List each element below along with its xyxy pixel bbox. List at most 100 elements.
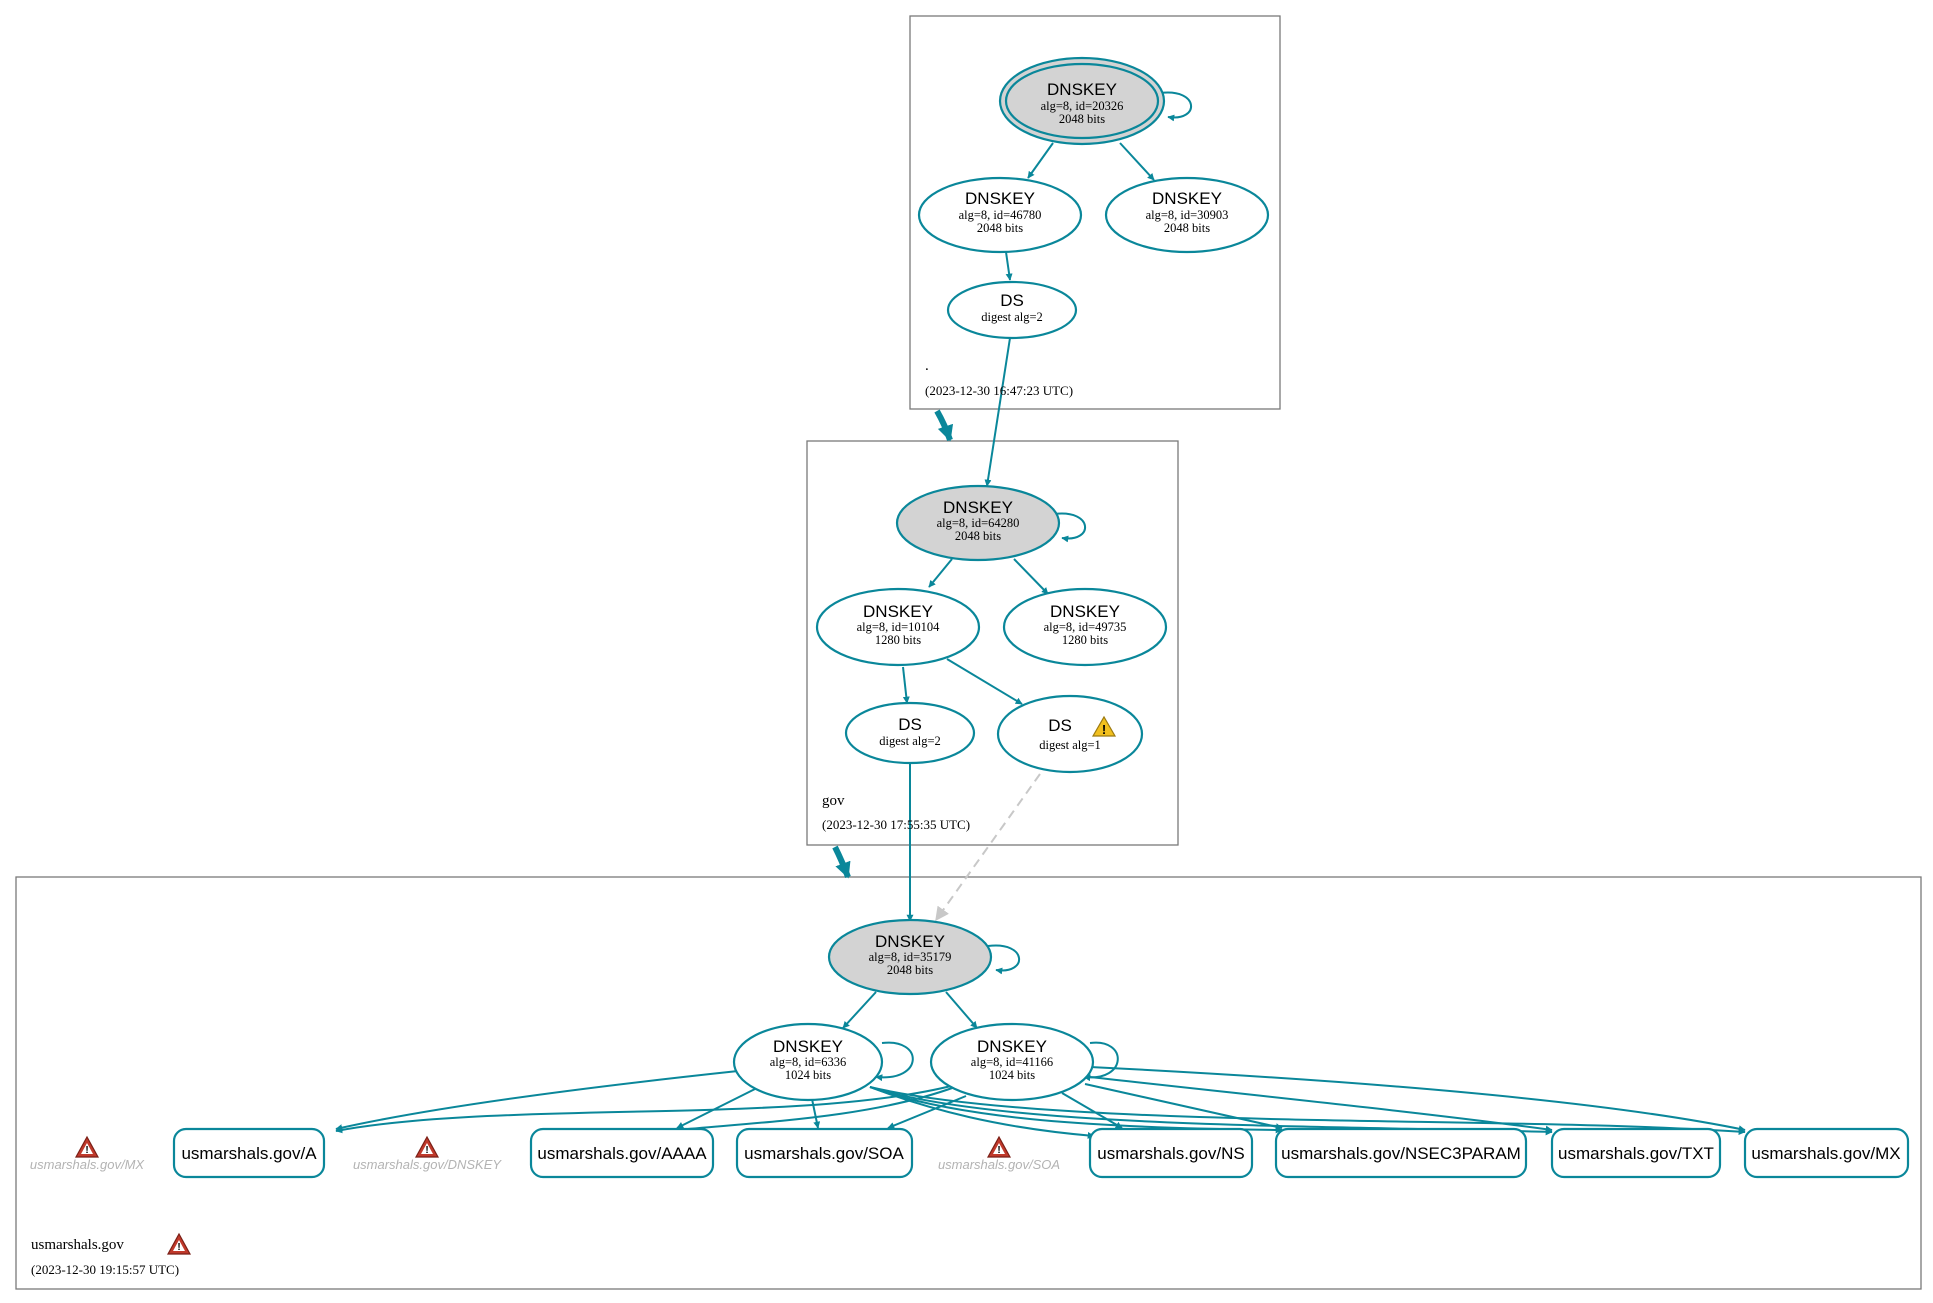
svg-text:DNSKEY: DNSKEY <box>977 1037 1047 1056</box>
edge-govksk-zsk2 <box>1013 558 1049 595</box>
svg-text:usmarshals.gov/MX: usmarshals.gov/MX <box>1751 1144 1900 1163</box>
svg-text:!: ! <box>1102 722 1106 737</box>
edge-govzsk1-ds2 <box>902 666 910 704</box>
rrset-aaaa[interactable]: usmarshals.gov/AAAA <box>529 1127 715 1179</box>
node-root-zsk-46780[interactable]: DNSKEY alg=8, id=46780 2048 bits <box>917 176 1083 254</box>
error-node-soa[interactable]: ! usmarshals.gov/SOA <box>938 1135 1060 1172</box>
svg-text:DS: DS <box>1000 291 1024 310</box>
node-usm-ksk[interactable]: DNSKEY alg=8, id=35179 2048 bits <box>827 918 993 996</box>
svg-text:alg=8, id=30903: alg=8, id=30903 <box>1146 208 1229 222</box>
rrset-txt[interactable]: usmarshals.gov/TXT <box>1550 1127 1722 1179</box>
svg-text:!: ! <box>177 1242 180 1253</box>
node-gov-zsk-49735[interactable]: DNSKEY alg=8, id=49735 1280 bits <box>1002 587 1168 667</box>
svg-text:alg=8, id=10104: alg=8, id=10104 <box>857 620 941 634</box>
node-gov-ds-digest2[interactable]: DS digest alg=2 <box>844 701 976 765</box>
edge-zsk2-soa <box>887 1095 967 1129</box>
svg-text:alg=8, id=64280: alg=8, id=64280 <box>937 516 1020 530</box>
error-icon: ! <box>986 1135 1012 1158</box>
error-node-mx[interactable]: ! usmarshals.gov/MX <box>30 1135 145 1172</box>
node-usm-zsk-6336[interactable]: DNSKEY alg=8, id=6336 1024 bits <box>732 1022 884 1102</box>
svg-text:usmarshals.gov/DNSKEY: usmarshals.gov/DNSKEY <box>353 1157 502 1172</box>
svg-text:2048 bits: 2048 bits <box>955 529 1001 543</box>
svg-text:2048 bits: 2048 bits <box>1164 221 1210 235</box>
svg-text:2048 bits: 2048 bits <box>1059 112 1105 126</box>
zone-error-icon: ! <box>166 1232 192 1255</box>
edge-rootzsk1-ds <box>1005 251 1013 281</box>
svg-text:DNSKEY: DNSKEY <box>1152 189 1222 208</box>
rrset-a[interactable]: usmarshals.gov/A <box>172 1127 326 1179</box>
edge-rootksk-self <box>1159 91 1193 122</box>
node-gov-ds-digest1[interactable]: DS digest alg=1 ! <box>996 694 1144 774</box>
svg-text:alg=8, id=46780: alg=8, id=46780 <box>959 208 1042 222</box>
zone-usmarshals-box <box>15 876 1922 1290</box>
node-usm-zsk-41166[interactable]: DNSKEY alg=8, id=41166 1024 bits <box>929 1022 1095 1102</box>
svg-text:usmarshals.gov/AAAA: usmarshals.gov/AAAA <box>537 1144 707 1163</box>
edge-rootds-govksk <box>984 337 1011 487</box>
edge-zsk1-a <box>335 1070 739 1132</box>
rrset-ns[interactable]: usmarshals.gov/NS <box>1088 1127 1254 1179</box>
zone-root-label: . <box>925 358 929 374</box>
svg-text:digest alg=2: digest alg=2 <box>981 310 1043 324</box>
svg-text:!: ! <box>425 1145 428 1156</box>
node-gov-ksk[interactable]: DNSKEY alg=8, id=64280 2048 bits <box>895 484 1061 562</box>
svg-text:DNSKEY: DNSKEY <box>863 602 933 621</box>
zone-usmarshals-label: usmarshals.gov <box>31 1237 124 1253</box>
svg-text:1024 bits: 1024 bits <box>989 1068 1035 1082</box>
svg-text:usmarshals.gov/A: usmarshals.gov/A <box>181 1144 317 1163</box>
edge-usmksk-zsk2 <box>945 991 978 1029</box>
edge-usmksk-self <box>987 944 1021 975</box>
svg-text:2048 bits: 2048 bits <box>977 221 1023 235</box>
svg-text:usmarshals.gov/TXT: usmarshals.gov/TXT <box>1558 1144 1714 1163</box>
edge-rootksk-zsk1 <box>1027 142 1054 179</box>
delegation-root-gov <box>934 409 954 442</box>
edge-rootksk-zsk2 <box>1119 142 1155 181</box>
warning-icon: ! <box>1091 715 1117 737</box>
edge-usmksk-zsk1 <box>842 991 877 1029</box>
svg-text:DNSKEY: DNSKEY <box>1047 80 1117 99</box>
svg-text:DNSKEY: DNSKEY <box>943 498 1013 517</box>
svg-text:digest alg=2: digest alg=2 <box>879 734 941 748</box>
edge-govksk-self <box>1053 512 1087 543</box>
svg-text:usmarshals.gov/SOA: usmarshals.gov/SOA <box>938 1157 1060 1172</box>
svg-text:2048 bits: 2048 bits <box>887 963 933 977</box>
edge-zsk2-txt <box>1089 1076 1553 1133</box>
edge-zsk1-soa <box>811 1098 821 1129</box>
delegation-gov-usm <box>832 845 851 879</box>
zone-gov-box <box>806 440 1179 846</box>
error-icon: ! <box>74 1135 100 1158</box>
svg-text:usmarshals.gov/SOA: usmarshals.gov/SOA <box>744 1144 904 1163</box>
svg-text:DNSKEY: DNSKEY <box>773 1037 843 1056</box>
edge-zsk2-mx <box>1089 1066 1746 1133</box>
edge-zsk2-aaaa <box>676 1086 956 1133</box>
zone-gov-timestamp: (2023-12-30 17:55:35 UTC) <box>822 817 970 832</box>
svg-text:usmarshals.gov/NSEC3PARAM: usmarshals.gov/NSEC3PARAM <box>1281 1144 1521 1163</box>
svg-text:digest alg=1: digest alg=1 <box>1039 738 1101 752</box>
node-root-ksk[interactable]: DNSKEY alg=8, id=20326 2048 bits <box>998 56 1166 146</box>
rrset-nsec3param[interactable]: usmarshals.gov/NSEC3PARAM <box>1274 1127 1528 1179</box>
edge-zsk2-a <box>335 1084 956 1134</box>
edge-govzsk1-ds1 <box>946 658 1023 705</box>
rrset-mx[interactable]: usmarshals.gov/MX <box>1743 1127 1910 1179</box>
zone-root-timestamp: (2023-12-30 16:47:23 UTC) <box>925 383 1073 398</box>
svg-text:DNSKEY: DNSKEY <box>1050 602 1120 621</box>
svg-text:alg=8, id=6336: alg=8, id=6336 <box>770 1055 847 1069</box>
edge-govds1-usmksk-dashed <box>935 773 1041 922</box>
edge-zsk2-ns <box>1061 1092 1123 1129</box>
node-root-zsk-30903[interactable]: DNSKEY alg=8, id=30903 2048 bits <box>1104 176 1270 254</box>
error-node-dnskey[interactable]: ! usmarshals.gov/DNSKEY <box>353 1135 502 1172</box>
svg-text:1280 bits: 1280 bits <box>1062 633 1108 647</box>
svg-text:!: ! <box>997 1145 1000 1156</box>
svg-text:1024 bits: 1024 bits <box>785 1068 831 1082</box>
svg-text:alg=8, id=41166: alg=8, id=41166 <box>971 1055 1053 1069</box>
svg-text:usmarshals.gov/MX: usmarshals.gov/MX <box>30 1157 145 1172</box>
rrset-soa[interactable]: usmarshals.gov/SOA <box>735 1127 914 1179</box>
node-root-ds[interactable]: DS digest alg=2 <box>946 280 1078 340</box>
zone-gov-label: gov <box>822 793 845 809</box>
svg-text:DS: DS <box>898 715 922 734</box>
svg-text:usmarshals.gov/NS: usmarshals.gov/NS <box>1097 1144 1244 1163</box>
svg-text:alg=8, id=35179: alg=8, id=35179 <box>869 950 952 964</box>
node-gov-zsk-10104[interactable]: DNSKEY alg=8, id=10104 1280 bits <box>815 587 981 667</box>
edge-zsk2-nsec3param <box>1084 1083 1283 1131</box>
svg-text:!: ! <box>85 1145 88 1156</box>
